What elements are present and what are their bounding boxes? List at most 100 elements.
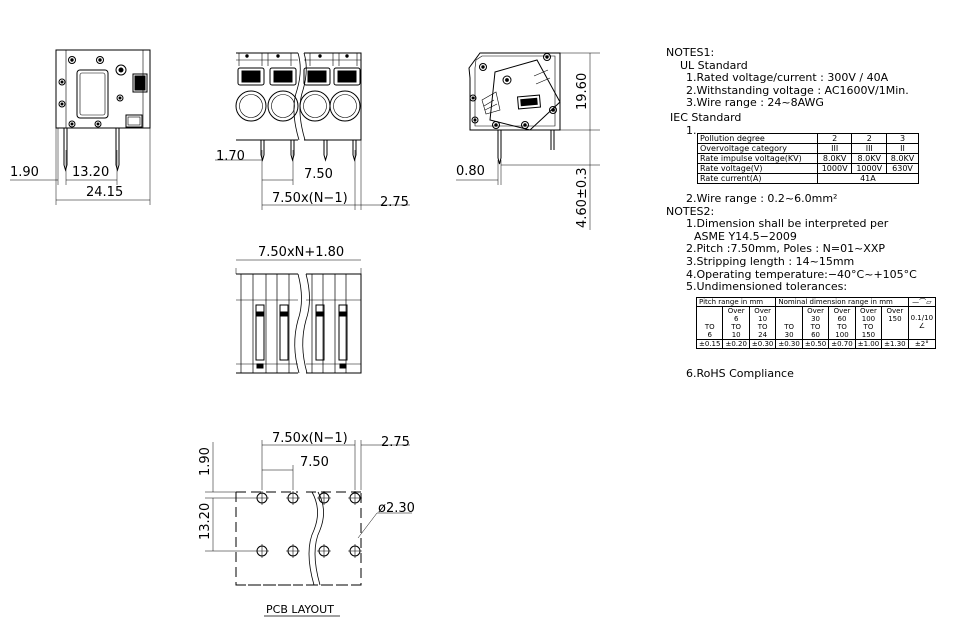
pcb-dim-5: 13.20 <box>198 503 213 540</box>
table-cell: II <box>886 143 919 154</box>
table-cell: 30 <box>784 331 794 339</box>
table-cell: ±0.20 <box>722 339 750 349</box>
ul-item-1: 1.Rated voltage/current : 300V / 40A <box>686 71 889 85</box>
table-cell: ±1.30 <box>881 339 909 349</box>
iec-title: IEC Standard <box>670 110 742 124</box>
table-cell: 0.1/10 <box>910 314 934 322</box>
table-cell: ±0.50 <box>801 339 830 349</box>
pcb-title: PCB LAYOUT <box>266 603 334 616</box>
pcb-dim-4: 1.90 <box>198 447 213 476</box>
table-cell: TO <box>757 323 768 331</box>
notes-panel: NOTES1: UL Standard 1.Rated voltage/curr… <box>666 46 951 137</box>
table-header: Nominal dimension range in mm <box>775 297 909 307</box>
table-cell: ±0.30 <box>775 339 803 349</box>
table-cell: III <box>851 143 888 154</box>
notes2-item-6: 6.RoHS Compliance <box>686 367 794 380</box>
table-cell: TO <box>810 323 821 331</box>
top-dim-1: 7.50xN+1.80 <box>258 245 344 260</box>
table-row: Rate voltage(V) 1000V 1000V 630V <box>697 163 919 174</box>
table-cell: 6 <box>733 315 739 323</box>
front-dim-3: 7.50x(N−1) <box>272 191 348 206</box>
table-cell: Rate current(A) <box>697 173 818 184</box>
ul-title: UL Standard <box>680 58 748 72</box>
table-row: Rate current(A) 41A <box>697 173 920 184</box>
table-cell: 8.0KV <box>816 153 853 164</box>
table-cell: 60 <box>837 315 847 323</box>
tolerance-table: Pitch range in mm Nominal dimension rang… <box>695 297 937 349</box>
table-cell: 30 <box>811 315 820 323</box>
table-cell: 8.0KV <box>886 153 919 164</box>
table-cell: 60 <box>811 331 820 339</box>
table-cell: Over <box>860 307 877 315</box>
rear-view <box>456 52 600 230</box>
table-cell: 150 <box>861 331 876 339</box>
side-dim-1: 1.90 <box>10 165 39 180</box>
rear-dim-3: 4.60±0.3 <box>575 167 590 228</box>
table-cell: TO <box>863 323 874 331</box>
notes2-item-4: 4.Operating temperature:−40°C~+105°C <box>686 267 917 281</box>
table-cell: 150 <box>888 315 902 323</box>
table-cell: 1000V <box>816 163 853 174</box>
table-cell: ±0.15 <box>695 339 724 349</box>
table-cell: ±0.30 <box>748 339 777 349</box>
pcb-dim-6: ø2.30 <box>378 501 415 516</box>
table-cell: 10 <box>731 331 741 339</box>
notes2-item-5: 5.Undimensioned tolerances: <box>686 280 848 294</box>
table-header: Pitch range in mm <box>695 297 777 307</box>
table-row: Overvoltage category III III II <box>697 143 919 154</box>
table-cell: TO <box>784 323 794 331</box>
front-dim-2: 7.50 <box>304 167 333 182</box>
table-cell: Over <box>807 307 824 315</box>
notes2-item-3: 3.Stripping length : 14~15mm <box>686 254 855 268</box>
table-cell: 3 <box>886 133 919 144</box>
front-view <box>215 52 410 210</box>
iec-table: Pollution degree 2 2 3 Overvoltage categ… <box>697 133 920 184</box>
table-cell: Over <box>727 307 745 315</box>
table-cell: III <box>816 143 853 154</box>
iec-item-number: 1. <box>686 123 697 137</box>
table-cell: 100 <box>861 315 876 323</box>
table-cell: 41A <box>816 173 920 184</box>
side-dim-2: 13.20 <box>72 165 109 180</box>
table-cell: Pollution degree <box>697 133 818 144</box>
ul-item-2: 2.Withstanding voltage : AC1600V/1Min. <box>686 83 909 97</box>
table-cell: 10 <box>758 315 768 323</box>
front-dim-1: 1.70 <box>216 149 245 164</box>
pcb-dim-3: 7.50 <box>300 455 329 470</box>
geom-tolerance-icon: —⌒▱ <box>907 297 937 307</box>
table-cell: Overvoltage category <box>697 143 818 154</box>
table-row: Pitch range in mm Nominal dimension rang… <box>695 297 937 307</box>
table-cell: 2 <box>851 133 888 144</box>
angle-icon: ∠ <box>918 322 925 330</box>
table-cell: TO <box>731 323 742 331</box>
notes-panel-2: 2.Wire range : 0.2~6.0mm² NOTES2: 1.Dime… <box>666 192 951 294</box>
table-cell: 630V <box>886 163 919 174</box>
side-dim-3: 24.15 <box>86 185 123 200</box>
table-cell: 1000V <box>851 163 888 174</box>
side-view <box>10 49 151 205</box>
table-cell: ±2° <box>907 339 937 349</box>
notes2-item-2: 2.Pitch :7.50mm, Poles : N=01~XXP <box>686 242 885 256</box>
table-cell: 2 <box>816 133 853 144</box>
table-row: ±0.15 ±0.20 ±0.30 ±0.30 ±0.50 ±0.70 ±1.0… <box>695 339 937 349</box>
pcb-dim-1: 7.50x(N−1) <box>272 431 348 446</box>
table-cell: ±0.70 <box>828 339 856 349</box>
table-cell: TO <box>837 323 847 331</box>
table-cell: ±1.00 <box>854 339 883 349</box>
notes1-title: NOTES1: <box>666 46 715 59</box>
notes-panel-3: 6.RoHS Compliance <box>666 367 951 381</box>
table-row: Rate impulse voltage(KV) 8.0KV 8.0KV 8.0… <box>697 153 919 164</box>
table-cell: Over <box>754 307 772 315</box>
table-cell: Rate voltage(V) <box>697 163 818 174</box>
table-cell: TO <box>704 323 715 331</box>
table-cell: 6 <box>707 331 712 339</box>
table-cell: Over <box>886 307 904 315</box>
pcb-dim-2: 2.75 <box>381 435 410 450</box>
front-dim-4: 2.75 <box>380 195 409 210</box>
table-row: Pollution degree 2 2 3 <box>697 133 919 144</box>
pcb-layout <box>205 440 412 617</box>
iec-item-2: 2.Wire range : 0.2~6.0mm² <box>686 192 838 205</box>
notes2-item-1: 1.Dimension shall be interpreted per <box>686 217 889 231</box>
